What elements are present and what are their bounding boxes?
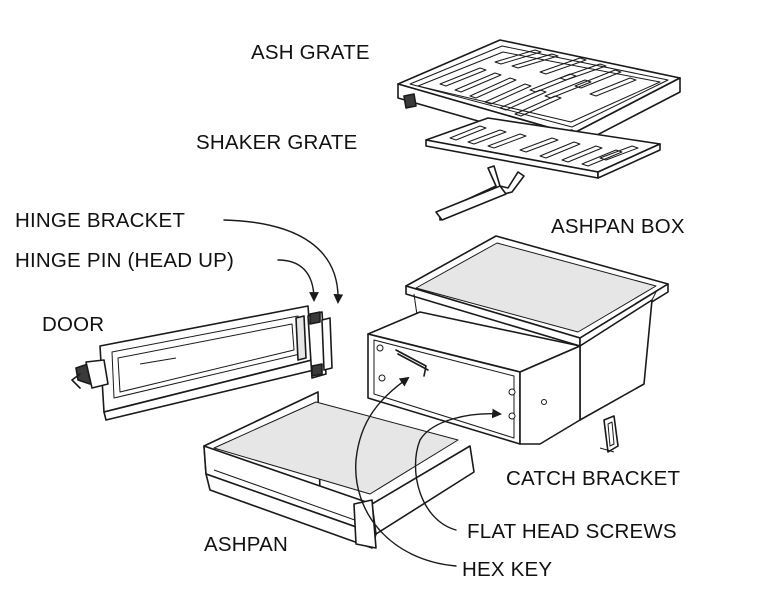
ashpan-sleeve-part xyxy=(367,311,581,445)
catch-bracket-part xyxy=(599,415,619,453)
leader-hinge-pin xyxy=(277,259,319,302)
leader-flat-head-screws xyxy=(414,408,502,531)
leader-lines xyxy=(223,219,502,567)
label-catch-bracket: CATCH BRACKET xyxy=(506,467,680,490)
label-ashpan: ASHPAN xyxy=(204,533,288,556)
label-door: DOOR xyxy=(42,313,104,336)
leader-hinge-bracket xyxy=(223,219,344,304)
door-part xyxy=(71,305,333,421)
label-hinge-pin: HINGE PIN (HEAD UP) xyxy=(15,249,234,272)
label-flat-head-screws: FLAT HEAD SCREWS xyxy=(467,520,677,543)
label-hinge-bracket: HINGE BRACKET xyxy=(15,209,185,232)
ashpan-box-part xyxy=(405,235,669,421)
label-ash-grate: ASH GRATE xyxy=(251,41,370,64)
ashpan-part xyxy=(203,391,475,549)
label-shaker-grate: SHAKER GRATE xyxy=(196,131,358,154)
leader-hex-key xyxy=(355,376,457,567)
shaker-grate-part xyxy=(425,117,661,221)
label-hex-key: HEX KEY xyxy=(462,558,552,581)
label-ashpan-box: ASHPAN BOX xyxy=(551,215,685,238)
